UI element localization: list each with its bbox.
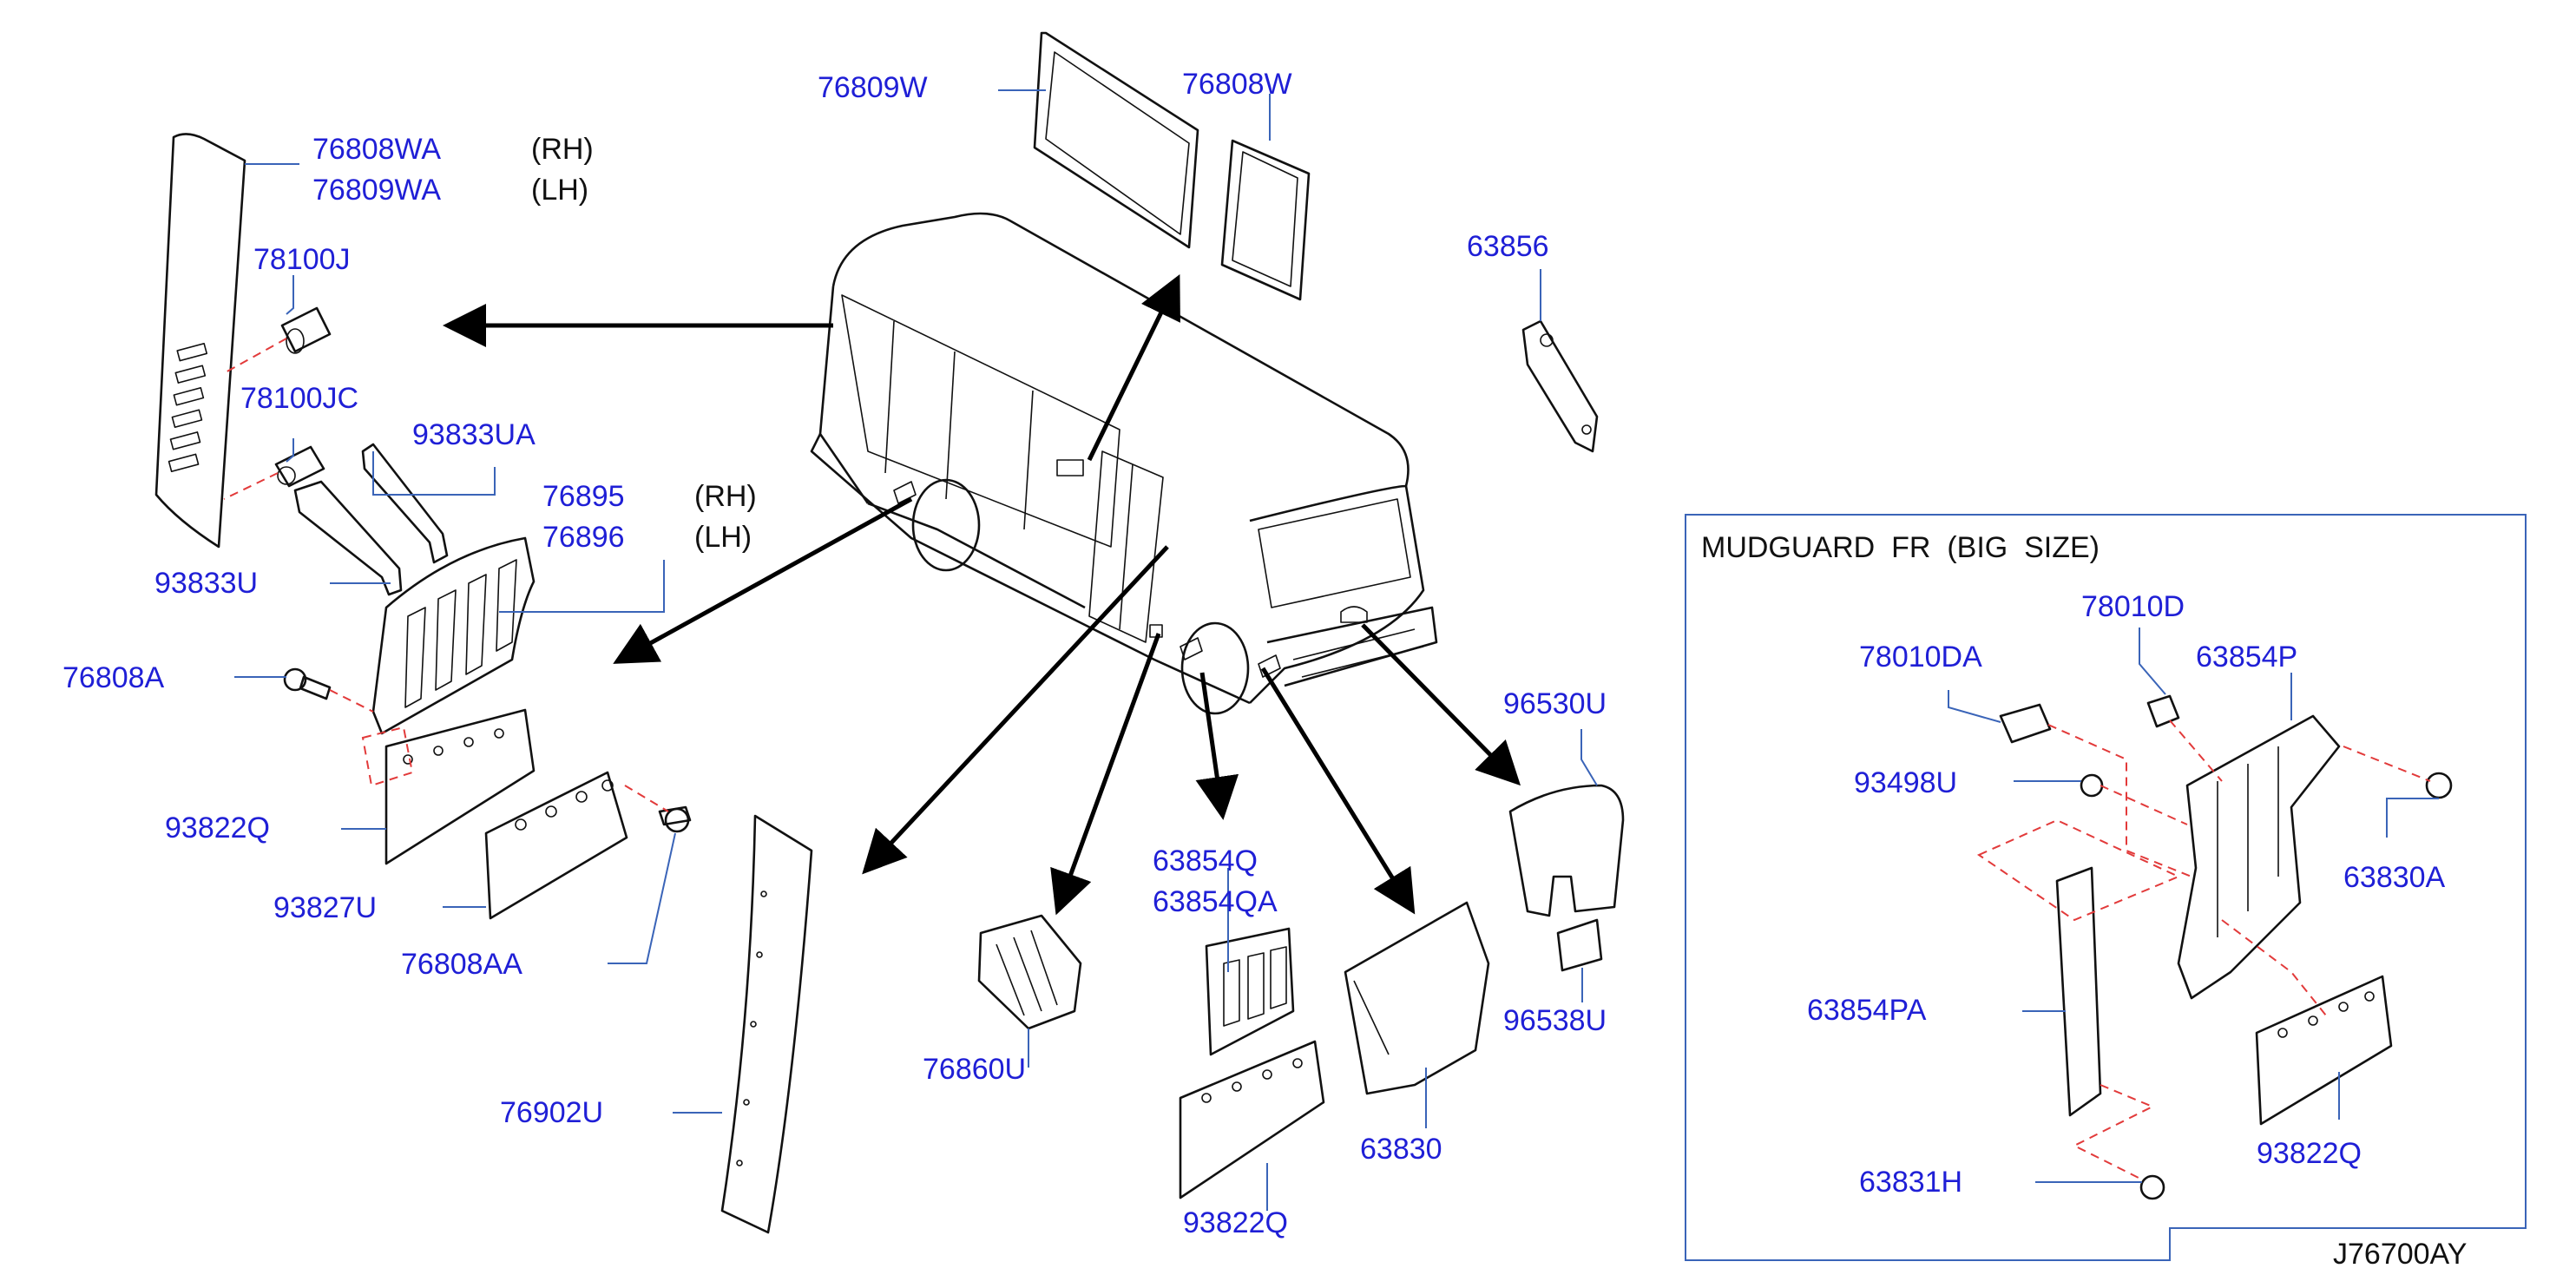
label-76808W: 76808W <box>1182 68 1292 101</box>
label-63854P: 63854P <box>2196 641 2297 674</box>
part-number-labels: 76809W 76808W 76808WA (RH) 76809WA (LH) … <box>62 68 2467 1271</box>
label-76895: 76895 <box>542 480 625 513</box>
label-93822Q-mid: 93822Q <box>1183 1206 1288 1239</box>
part-76808WA-drawing <box>154 133 246 549</box>
leader-lines <box>234 89 2439 1211</box>
inset-title: MUDGUARD FR (BIG SIZE) <box>1701 531 2100 564</box>
label-93822Q-left: 93822Q <box>165 812 270 844</box>
part-76895-drawing <box>371 536 536 735</box>
label-63830A: 63830A <box>2343 861 2446 894</box>
part-93822Q-left-drawing <box>384 708 536 865</box>
part-76808AA-drawing <box>658 805 692 833</box>
part-76808A-drawing <box>283 667 332 700</box>
inset-panel-frame <box>1685 514 2527 1261</box>
label-76809WA: 76809WA <box>312 174 441 207</box>
part-76902U-drawing <box>720 814 813 1234</box>
label-78100J: 78100J <box>253 243 351 276</box>
part-93822Q-mid-drawing <box>1179 1040 1325 1199</box>
drawing-id: J76700AY <box>2333 1238 2467 1271</box>
part-93827U-drawing <box>484 771 628 920</box>
label-76896-side: (LH) <box>694 521 752 554</box>
label-76808WA: 76808WA <box>312 133 441 166</box>
label-93833U: 93833U <box>154 567 258 600</box>
part-63830-drawing <box>1344 901 1490 1095</box>
part-76809W-drawing <box>1033 31 1199 249</box>
label-63854QA: 63854QA <box>1153 885 1278 918</box>
label-78100JC: 78100JC <box>240 382 358 415</box>
part-93833UA-drawing <box>361 443 449 564</box>
label-96530U: 96530U <box>1503 687 1607 720</box>
label-63854Q: 63854Q <box>1153 844 1258 877</box>
label-63831H: 63831H <box>1859 1166 1962 1199</box>
part-63854Q-drawing <box>1205 927 1295 1056</box>
van-body-drawing <box>810 212 1438 715</box>
label-96538U: 96538U <box>1503 1004 1607 1037</box>
part-78100J-drawing <box>280 306 332 354</box>
inset-parts-drawing <box>1999 694 2453 1200</box>
label-63856: 63856 <box>1467 230 1549 263</box>
label-78010DA: 78010DA <box>1859 641 1982 674</box>
label-76895-side: (RH) <box>694 480 757 513</box>
part-93833U-drawing <box>293 480 403 596</box>
inset-dashed-lines <box>1976 720 2431 1181</box>
label-76808A: 76808A <box>62 661 165 694</box>
label-76809WA-side: (LH) <box>531 174 588 207</box>
direction-arrows <box>443 274 1521 916</box>
label-93827U: 93827U <box>273 891 377 924</box>
label-76808WA-side: (RH) <box>531 133 594 166</box>
part-76860U-drawing <box>977 914 1082 1030</box>
label-76809W: 76809W <box>818 71 928 104</box>
label-78010D: 78010D <box>2081 590 2185 623</box>
part-96538U-drawing <box>1556 918 1603 972</box>
label-63830: 63830 <box>1360 1133 1442 1166</box>
label-76808AA: 76808AA <box>401 948 522 981</box>
part-76808W-drawing <box>1220 139 1311 301</box>
label-93833UA: 93833UA <box>412 418 536 451</box>
part-63856-drawing <box>1521 319 1599 453</box>
label-76902U: 76902U <box>500 1096 603 1129</box>
label-76896: 76896 <box>542 521 625 554</box>
label-76860U: 76860U <box>923 1053 1026 1086</box>
part-78100JC-drawing <box>274 445 325 488</box>
label-93822Q-inset: 93822Q <box>2257 1137 2362 1170</box>
label-63854PA: 63854PA <box>1807 994 1927 1027</box>
part-96530U-drawing <box>1508 784 1625 917</box>
label-93498U: 93498U <box>1854 766 1957 799</box>
